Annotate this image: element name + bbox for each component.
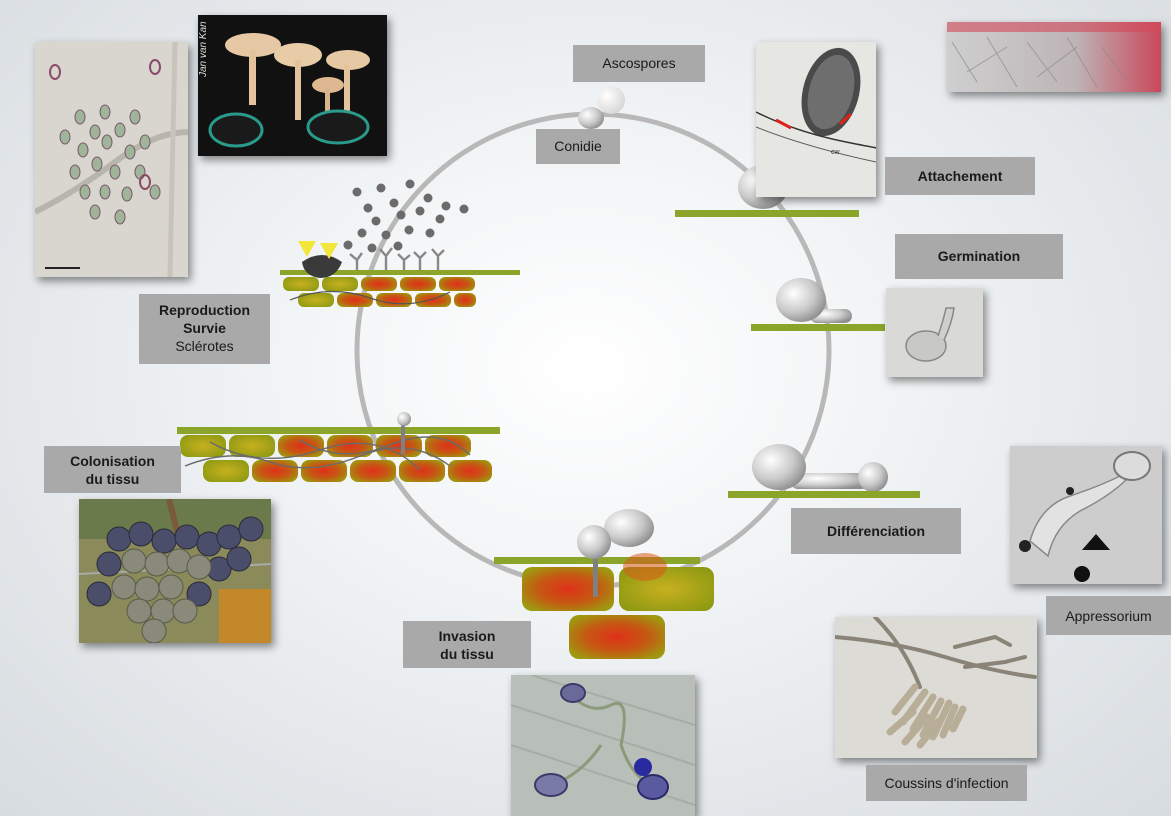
- reproduction-stage: [280, 179, 520, 307]
- germination-text: Germination: [937, 248, 1021, 264]
- coussins-text: Coussins d'infection: [884, 775, 1009, 791]
- invasion-line1: Invasion: [438, 628, 496, 644]
- colonisation-stage: [177, 412, 500, 482]
- ascospore-shape: [597, 86, 625, 114]
- attachement-micrograph: cw: [756, 42, 876, 197]
- apothecia-photo: Jan van Kan: [198, 15, 387, 156]
- invasion-line2: du tissu: [440, 646, 494, 662]
- label-conidie: Conidie: [536, 129, 620, 164]
- label-coussins: Coussins d'infection: [866, 765, 1027, 801]
- label-appressorium: Appressorium: [1046, 596, 1171, 635]
- colonisation-line1: Colonisation: [70, 453, 155, 469]
- label-germination: Germination: [895, 234, 1063, 279]
- label-invasion: Invasion du tissu: [403, 621, 531, 668]
- label-differenciation: Différenciation: [791, 508, 961, 554]
- photo-credit: Jan van Kan: [198, 21, 209, 78]
- invasion-stage: [494, 509, 714, 659]
- germination-micrograph: [886, 288, 983, 377]
- label-attachement: Attachement: [885, 157, 1035, 195]
- invasion-micrograph: [511, 675, 695, 816]
- attachement-text: Attachement: [917, 168, 1003, 184]
- appressorium-text: Appressorium: [1065, 608, 1152, 624]
- mycelium-photo: [947, 22, 1161, 92]
- differenciation-stage: [728, 444, 920, 498]
- differenciation-text: Différenciation: [826, 523, 925, 539]
- label-colonisation: Colonisation du tissu: [44, 446, 181, 493]
- svg-text:cw: cw: [831, 149, 841, 156]
- germination-stage: [751, 278, 885, 331]
- ascospores-text: Ascospores: [602, 55, 676, 71]
- reproduction-line3: Sclérotes: [175, 338, 234, 354]
- appressorium-micrograph: [1010, 446, 1162, 584]
- conidie-shape: [578, 107, 604, 129]
- reproduction-line1: Reproduction: [159, 302, 250, 318]
- conidie-text: Conidie: [554, 138, 602, 154]
- infection-cushion-micrograph: [835, 617, 1037, 758]
- label-ascospores: Ascospores: [573, 45, 705, 82]
- conidiophore-micrograph: [35, 42, 188, 277]
- infected-grape-photo: [79, 499, 271, 643]
- reproduction-line2: Survie: [183, 320, 226, 336]
- colonisation-line2: du tissu: [85, 471, 140, 487]
- label-reproduction: Reproduction Survie Sclérotes: [139, 294, 270, 364]
